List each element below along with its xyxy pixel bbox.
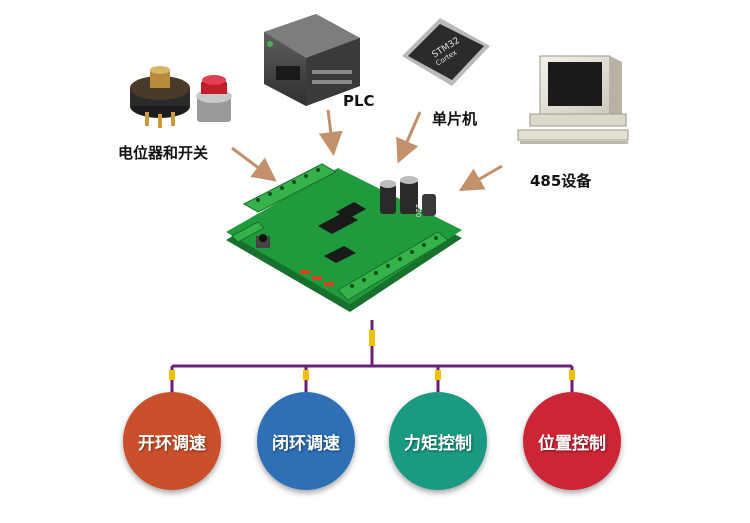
mode-torque-control: 力矩控制 [389, 392, 487, 490]
mode-label: 闭环调速 [272, 433, 340, 454]
tree-joints [169, 330, 575, 380]
mode-label: 开环调速 [138, 433, 206, 454]
mode-closed-loop-speed: 闭环调速 [257, 392, 355, 490]
input-arrows [231, 109, 503, 192]
potentiometer-image [130, 66, 190, 128]
mode-open-loop-speed: 开环调速 [123, 392, 221, 490]
label-485-device: 485设备 [530, 172, 592, 190]
mode-label: 力矩控制 [404, 433, 472, 454]
pc-image [517, 55, 629, 144]
label-mcu: 单片机 [432, 110, 478, 128]
label-potentiometer-switch: 电位器和开关 [118, 144, 209, 162]
label-plc: PLC [343, 92, 375, 110]
capacitor-label: 220 [414, 204, 422, 217]
mcu-chip-image: STM32 Cortex [402, 18, 490, 86]
mode-label: 位置控制 [538, 433, 606, 454]
plc-image [264, 14, 360, 106]
push-button-image [196, 75, 232, 122]
mode-position-control: 位置控制 [523, 392, 621, 490]
driver-board-image: 220 [226, 163, 462, 312]
